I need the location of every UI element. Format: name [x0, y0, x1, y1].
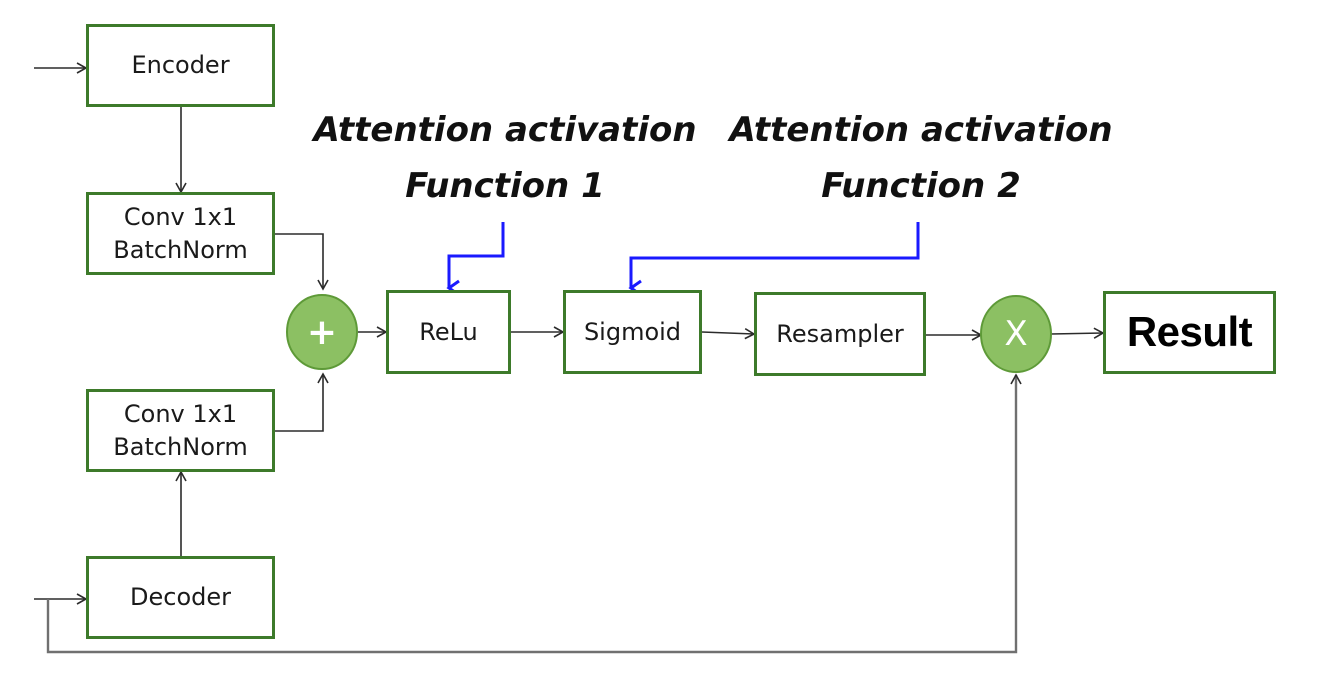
- skip-connection-line: [46, 373, 1022, 654]
- conv-top-line1: Conv 1x1: [123, 203, 238, 232]
- encoder-label: Encoder: [131, 51, 230, 80]
- relu-label: ReLu: [419, 317, 478, 346]
- attention1-arrow: [446, 222, 505, 297]
- result-label: Result: [1126, 308, 1253, 356]
- resampler-label: Resampler: [776, 319, 904, 348]
- attention-function-1-annotation: Attention activation Function 1: [300, 102, 710, 214]
- decoder-box: Decoder: [86, 556, 275, 639]
- attention2-line1: Attention activation: [729, 110, 1113, 150]
- sigmoid-box: Sigmoid: [563, 290, 702, 374]
- conv-top-line2: BatchNorm: [113, 235, 248, 264]
- attention2-line2: Function 2: [821, 166, 1021, 206]
- multiply-operator-circle: [980, 295, 1052, 373]
- decoder-label: Decoder: [130, 583, 231, 612]
- arrow-multiply-to-result: [1050, 327, 1105, 339]
- relu-box: ReLu: [386, 290, 511, 374]
- arrow-sigmoid-to-resampler: [701, 327, 756, 340]
- attention1-line1: Attention activation: [313, 110, 697, 150]
- attention1-line2: Function 1: [405, 166, 605, 206]
- conv-batchnorm-box-top: Conv 1x1 BatchNorm: [86, 192, 275, 275]
- conv-bottom-line2: BatchNorm: [113, 432, 248, 461]
- attention2-arrow: [628, 222, 920, 297]
- add-operator-circle: [286, 294, 358, 370]
- arrow-conv-bottom-to-add: [275, 372, 329, 432]
- add-operator-symbol: +: [306, 311, 338, 353]
- sigmoid-label: Sigmoid: [583, 317, 682, 346]
- arrow-conv-top-to-add: [275, 233, 329, 291]
- encoder-box: Encoder: [86, 24, 275, 107]
- multiply-operator-symbol: X: [1004, 314, 1028, 354]
- conv-batchnorm-box-bottom: Conv 1x1 BatchNorm: [86, 389, 275, 472]
- attention-function-2-annotation: Attention activation Function 2: [716, 102, 1126, 214]
- result-box: Result: [1103, 291, 1276, 374]
- resampler-box: Resampler: [754, 292, 926, 376]
- conv-bottom-line1: Conv 1x1: [123, 400, 238, 429]
